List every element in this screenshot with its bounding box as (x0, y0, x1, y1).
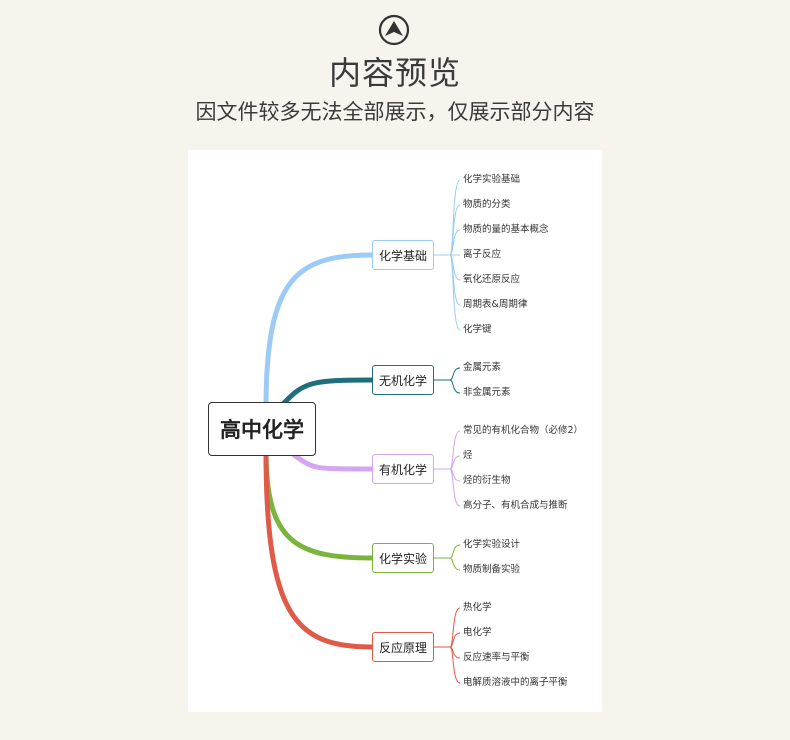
mindmap-leaf: 金属元素 (463, 362, 502, 373)
mindmap-leaf: 常见的有机化合物（必修2） (463, 425, 584, 436)
branch-connector (263, 448, 375, 650)
mindmap-leaf: 周期表&周期律 (463, 299, 528, 310)
mindmap-leaf: 烃 (463, 450, 473, 461)
leaf-connector (449, 607, 461, 648)
branch-connector (263, 252, 375, 412)
branch-connector (281, 377, 375, 406)
mindmap-branch: 化学基础 (372, 240, 434, 270)
mindmap-branch: 化学实验 (372, 543, 434, 573)
mindmap-leaf: 物质制备实验 (463, 564, 521, 575)
mindmap-leaf: 电化学 (463, 627, 492, 638)
logo-icon (378, 14, 410, 46)
mindmap-branch: 无机化学 (372, 365, 434, 395)
mindmap-leaf: 物质的分类 (463, 199, 511, 210)
leaf-connector (449, 544, 461, 559)
mindmap-leaf: 物质的量的基本概念 (463, 224, 549, 235)
mindmap-connectors (263, 179, 461, 684)
mindmap-root: 高中化学 (208, 402, 316, 456)
mindmap-leaf: 热化学 (463, 602, 492, 613)
leaf-connector (449, 430, 461, 470)
mindmap-leaf: 烃的衍生物 (463, 475, 511, 486)
leaf-connector (449, 455, 461, 470)
mindmap-leaf: 反应速率与平衡 (463, 652, 530, 663)
mindmap-leaf: 化学实验基础 (463, 174, 521, 185)
leaf-connector (449, 367, 461, 381)
mindmap-leaf: 电解质溶液中的离子平衡 (463, 677, 568, 688)
leaf-connector (449, 632, 461, 648)
leaf-connector (449, 557, 461, 571)
page-subtitle: 因文件较多无法全部展示，仅展示部分内容 (195, 100, 595, 124)
mindmap-branch: 有机化学 (372, 454, 434, 484)
mindmap-branch: 反应原理 (372, 632, 434, 662)
leaf-connector (449, 379, 461, 394)
leaf-connector (449, 254, 461, 331)
mindmap-leaf: 化学键 (463, 324, 492, 335)
mindmap-leaf: 化学实验设计 (463, 539, 521, 550)
mindmap-leaf: 离子反应 (463, 249, 502, 260)
page-title: 内容预览 (328, 54, 461, 92)
mindmap-leaf: 非金属元素 (463, 387, 511, 398)
mindmap-leaf: 高分子、有机合成与推断 (463, 500, 568, 511)
mindmap-leaf: 氧化还原反应 (463, 274, 521, 285)
mindmap-card: 高中化学 化学基础 化学实验基础物质的分类物质的量的基本概念离子反应氧化还原反应周… (188, 150, 602, 712)
leaf-connector (449, 646, 461, 684)
leaf-connector (449, 229, 461, 256)
leaf-connector (449, 468, 461, 507)
branch-connector (291, 452, 375, 472)
